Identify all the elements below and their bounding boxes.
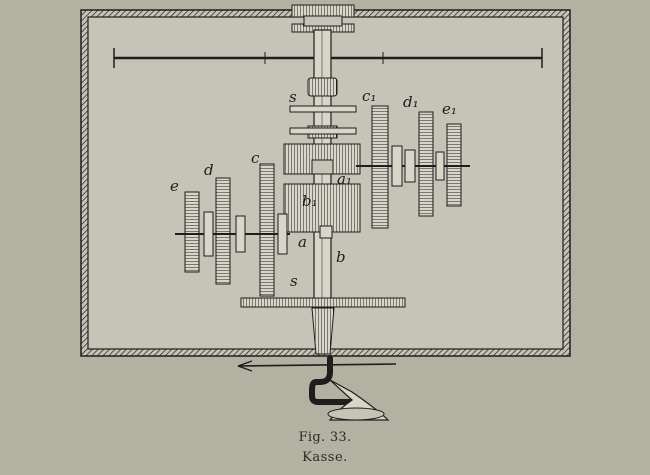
crank-handle: [237, 355, 397, 421]
figure-number: Fig. 33.: [298, 430, 352, 445]
label-gear-b1: b₁: [302, 192, 318, 210]
label-gear-c: c: [251, 149, 260, 167]
label-shaft-lower: s: [290, 272, 298, 290]
label-gear-b: b: [336, 248, 346, 266]
gear-d1: [418, 111, 434, 217]
central-drum: [283, 143, 361, 239]
bottom-platter: [240, 297, 406, 308]
label-gear-a1: a₁: [337, 170, 352, 188]
label-gear-d: d: [204, 161, 214, 179]
label-gear-a: a: [298, 233, 307, 251]
shaft-collars: [289, 105, 357, 135]
figure-title: Kasse.: [302, 450, 348, 465]
gear-c: [259, 163, 275, 297]
gear-e: [184, 191, 200, 273]
screw: [311, 307, 335, 355]
top-bearing: [291, 4, 355, 33]
label-gear-c1: c₁: [362, 87, 376, 105]
right-axle: [356, 145, 470, 187]
label-shaft-upper: s: [289, 88, 297, 106]
label-gear-d1: d₁: [403, 93, 419, 111]
gear-d: [215, 177, 231, 285]
label-gear-e: e: [170, 177, 179, 195]
left-axle: [175, 211, 290, 257]
label-gear-e1: e₁: [442, 100, 457, 118]
